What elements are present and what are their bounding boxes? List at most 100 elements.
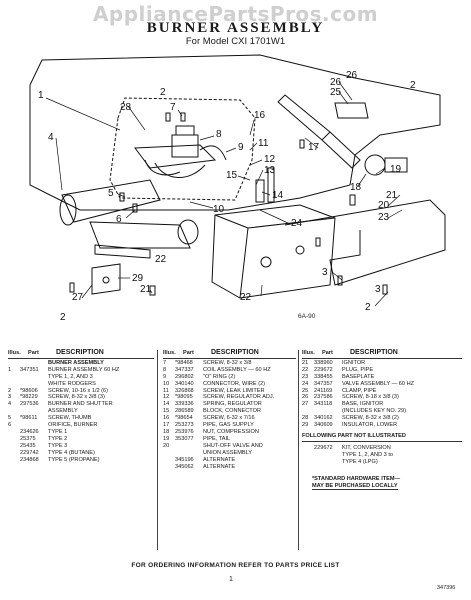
cell-no: 26	[302, 394, 309, 401]
callout-19: 19	[390, 164, 402, 175]
not-illustrated-note: FOLLOWING PART NOT ILLUSTRATED	[302, 433, 462, 442]
callout-21: 21	[140, 284, 152, 295]
cell-desc: SCREW, LEAK LIMITER	[203, 387, 265, 394]
cell-part: 296802	[175, 373, 194, 380]
cell-part	[20, 381, 48, 388]
column-divider	[298, 350, 299, 550]
table-header: Illus. Part DESCRIPTION	[163, 349, 296, 359]
callout-5: 5	[108, 188, 114, 199]
ordering-footer: FOR ORDERING INFORMATION REFER TO PARTS …	[131, 562, 340, 569]
document-id: 347396	[437, 585, 456, 591]
callout-labels: 1 2 3 4 5 6 7 8 9 10 11 12 13 14 15 16 1…	[38, 70, 416, 323]
table-row: ASSEMBLY	[8, 408, 154, 415]
valve-port-2	[295, 245, 305, 255]
cell-desc: TYPE 1, 2, AND 3	[48, 373, 93, 380]
cell-part	[20, 374, 48, 381]
cell-desc: BURNER ASSEMBLY 60 HZ	[48, 366, 120, 373]
cell-part: 253976	[175, 428, 194, 435]
callout-23: 23	[378, 212, 390, 223]
valve-stem	[255, 179, 265, 203]
cell-no: 20	[163, 442, 170, 449]
callout-10: 10	[213, 204, 225, 215]
cell-no	[163, 457, 175, 464]
cell-desc: UNION ASSEMBLY	[203, 449, 253, 456]
callout-17: 17	[308, 142, 320, 153]
callout-15: 15	[226, 170, 238, 181]
cell-part: 338960	[314, 359, 333, 366]
coil-top	[175, 125, 195, 136]
cell-desc: BURNER AND SHUTTER	[48, 401, 113, 408]
cell-no: 27	[302, 401, 309, 408]
cell-no: 29	[302, 422, 309, 429]
cell-desc: SCREW, 6-32 x 7/16	[203, 415, 255, 422]
cell-desc: BASEPLATE	[342, 373, 375, 380]
cell-part: 347337	[175, 366, 194, 373]
gas-supply-pipe	[277, 94, 331, 141]
cell-part: 345196	[175, 456, 194, 463]
cell-no	[8, 436, 20, 443]
callout-4: 4	[48, 132, 54, 143]
cell-part: 286589	[175, 408, 194, 415]
cell-part: 340609	[314, 422, 333, 429]
cell-part	[20, 408, 48, 415]
cell-no: 15	[163, 408, 170, 415]
burner-body	[89, 221, 191, 249]
cell-no: 11	[163, 387, 169, 394]
cell-desc: PLUG, PIPE	[342, 366, 374, 373]
cell-desc: IGNITOR	[342, 359, 366, 366]
cell-part: 229742	[20, 449, 39, 456]
cell-part: 253273	[175, 422, 194, 429]
cell-no	[8, 374, 20, 381]
cell-part: 345062	[175, 463, 194, 470]
callout-9: 9	[238, 142, 244, 153]
cell-part: 353077	[175, 435, 194, 442]
cell-part: 347357	[314, 380, 333, 387]
callout-27: 27	[72, 292, 84, 303]
cell-desc: SCREW, 8-32 x 3/8 (3)	[48, 394, 105, 401]
cell-no: 19	[163, 435, 170, 442]
section-label: BURNER ASSEMBLY	[48, 359, 104, 366]
cell-no: 7	[163, 359, 167, 366]
cell-desc: PIPE, GAS SUPPLY	[203, 422, 254, 429]
callout-29: 29	[132, 273, 144, 284]
cell-no: 8	[163, 366, 167, 373]
ignitor-bracket	[91, 263, 121, 295]
cell-desc: BLOCK, CONNECTOR	[203, 408, 262, 415]
cell-no: 1	[8, 366, 12, 373]
cell-desc: SCREW, 8-32 x 3/8 (2)	[342, 415, 399, 422]
callout-21b: 21	[386, 190, 398, 201]
cell-desc: SCREW, 8-32 x 3/8	[203, 359, 252, 366]
page-number: 1	[229, 576, 233, 583]
cell-desc: COIL ASSEMBLY — 60 HZ	[203, 366, 271, 373]
cell-desc: NUT, COMPRESSION	[203, 428, 259, 435]
parts-list-column-1: Illus. Part DESCRIPTION BURNER ASSEMBLY …	[8, 349, 154, 464]
cell-no: 6	[8, 422, 12, 429]
ignitor	[94, 244, 151, 259]
cell-desc: SHUT-OFF VALVE AND	[203, 442, 263, 449]
cell-desc: ALTERNATE	[203, 463, 236, 470]
cell-desc: SCREW, 10-16 x 1/2 (6)	[48, 387, 108, 394]
table-header: Illus. Part DESCRIPTION	[8, 349, 154, 359]
callout-24: 24	[291, 218, 303, 229]
cell-no: 12	[163, 394, 170, 401]
cell-no: 5	[8, 415, 12, 422]
callout-14: 14	[272, 190, 284, 201]
cell-part: 338455	[314, 373, 333, 380]
model-subtitle: For Model CXI 1701W1	[185, 36, 286, 47]
cell-part: 234626	[20, 428, 39, 435]
